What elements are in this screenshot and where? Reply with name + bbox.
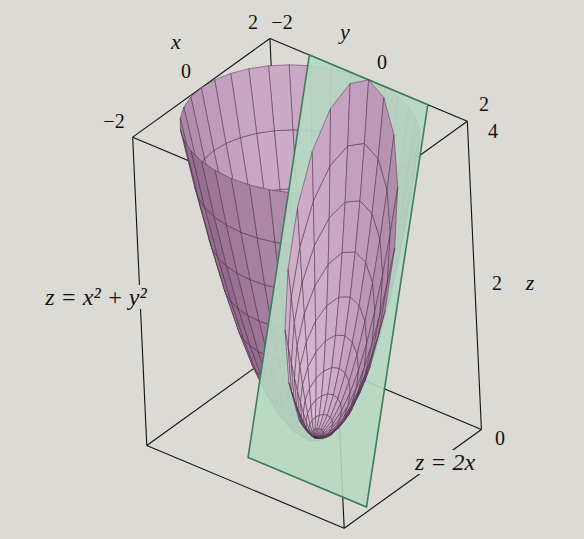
paraboloid-facet [307, 431, 315, 438]
paraboloid-facet [310, 434, 314, 437]
y-tick-number: −2 [269, 12, 294, 32]
paraboloid-facet [311, 435, 314, 437]
paraboloid-facet [354, 356, 372, 404]
x-tick-number: −2 [101, 111, 126, 131]
z-tick-number: 0 [493, 428, 507, 448]
paraboloid-facet [365, 315, 380, 375]
paraboloid-facet [302, 425, 314, 438]
plane-equation: z = 2x [413, 450, 477, 474]
paraboloid-facet [305, 429, 314, 437]
paraboloid-facet [349, 375, 365, 413]
y-tick-number: 2 [477, 94, 491, 114]
axis-name: x [169, 31, 183, 53]
paraboloid-facet [312, 431, 314, 438]
paraboloid-facet [330, 84, 350, 166]
x-tick-number: 2 [246, 12, 260, 32]
z-tick-number: 2 [490, 273, 504, 293]
paraboloid-facet [387, 187, 397, 283]
paraboloid-facet [379, 248, 395, 334]
paraboloid-facet [332, 417, 344, 432]
paraboloid-facet [299, 420, 314, 438]
cutting-plane [248, 55, 428, 507]
paraboloid-facet [312, 434, 315, 438]
paraboloid-facet [308, 433, 314, 438]
paraboloid-facet [343, 392, 358, 421]
paraboloid-facet [372, 283, 387, 356]
paraboloid-under-plane [285, 80, 398, 439]
paraboloid-facet [313, 436, 314, 438]
axis-name: z [524, 272, 537, 294]
bounding-box [133, 38, 482, 528]
paraboloid-facet [312, 108, 330, 200]
surface-equation: z = x² + y² [43, 285, 148, 309]
paraboloid-facet [300, 422, 314, 437]
paraboloid-facet [312, 435, 314, 437]
x-tick-number: 0 [179, 61, 193, 81]
paraboloid-facet [337, 406, 351, 428]
paraboloid-facet [312, 432, 315, 437]
box-edge [467, 121, 481, 429]
paraboloid-facet [297, 151, 313, 246]
axis-name: y [338, 21, 352, 43]
y-tick-number: 0 [375, 52, 389, 72]
paraboloid-facet [304, 427, 315, 438]
z-tick-number: 4 [486, 121, 500, 141]
